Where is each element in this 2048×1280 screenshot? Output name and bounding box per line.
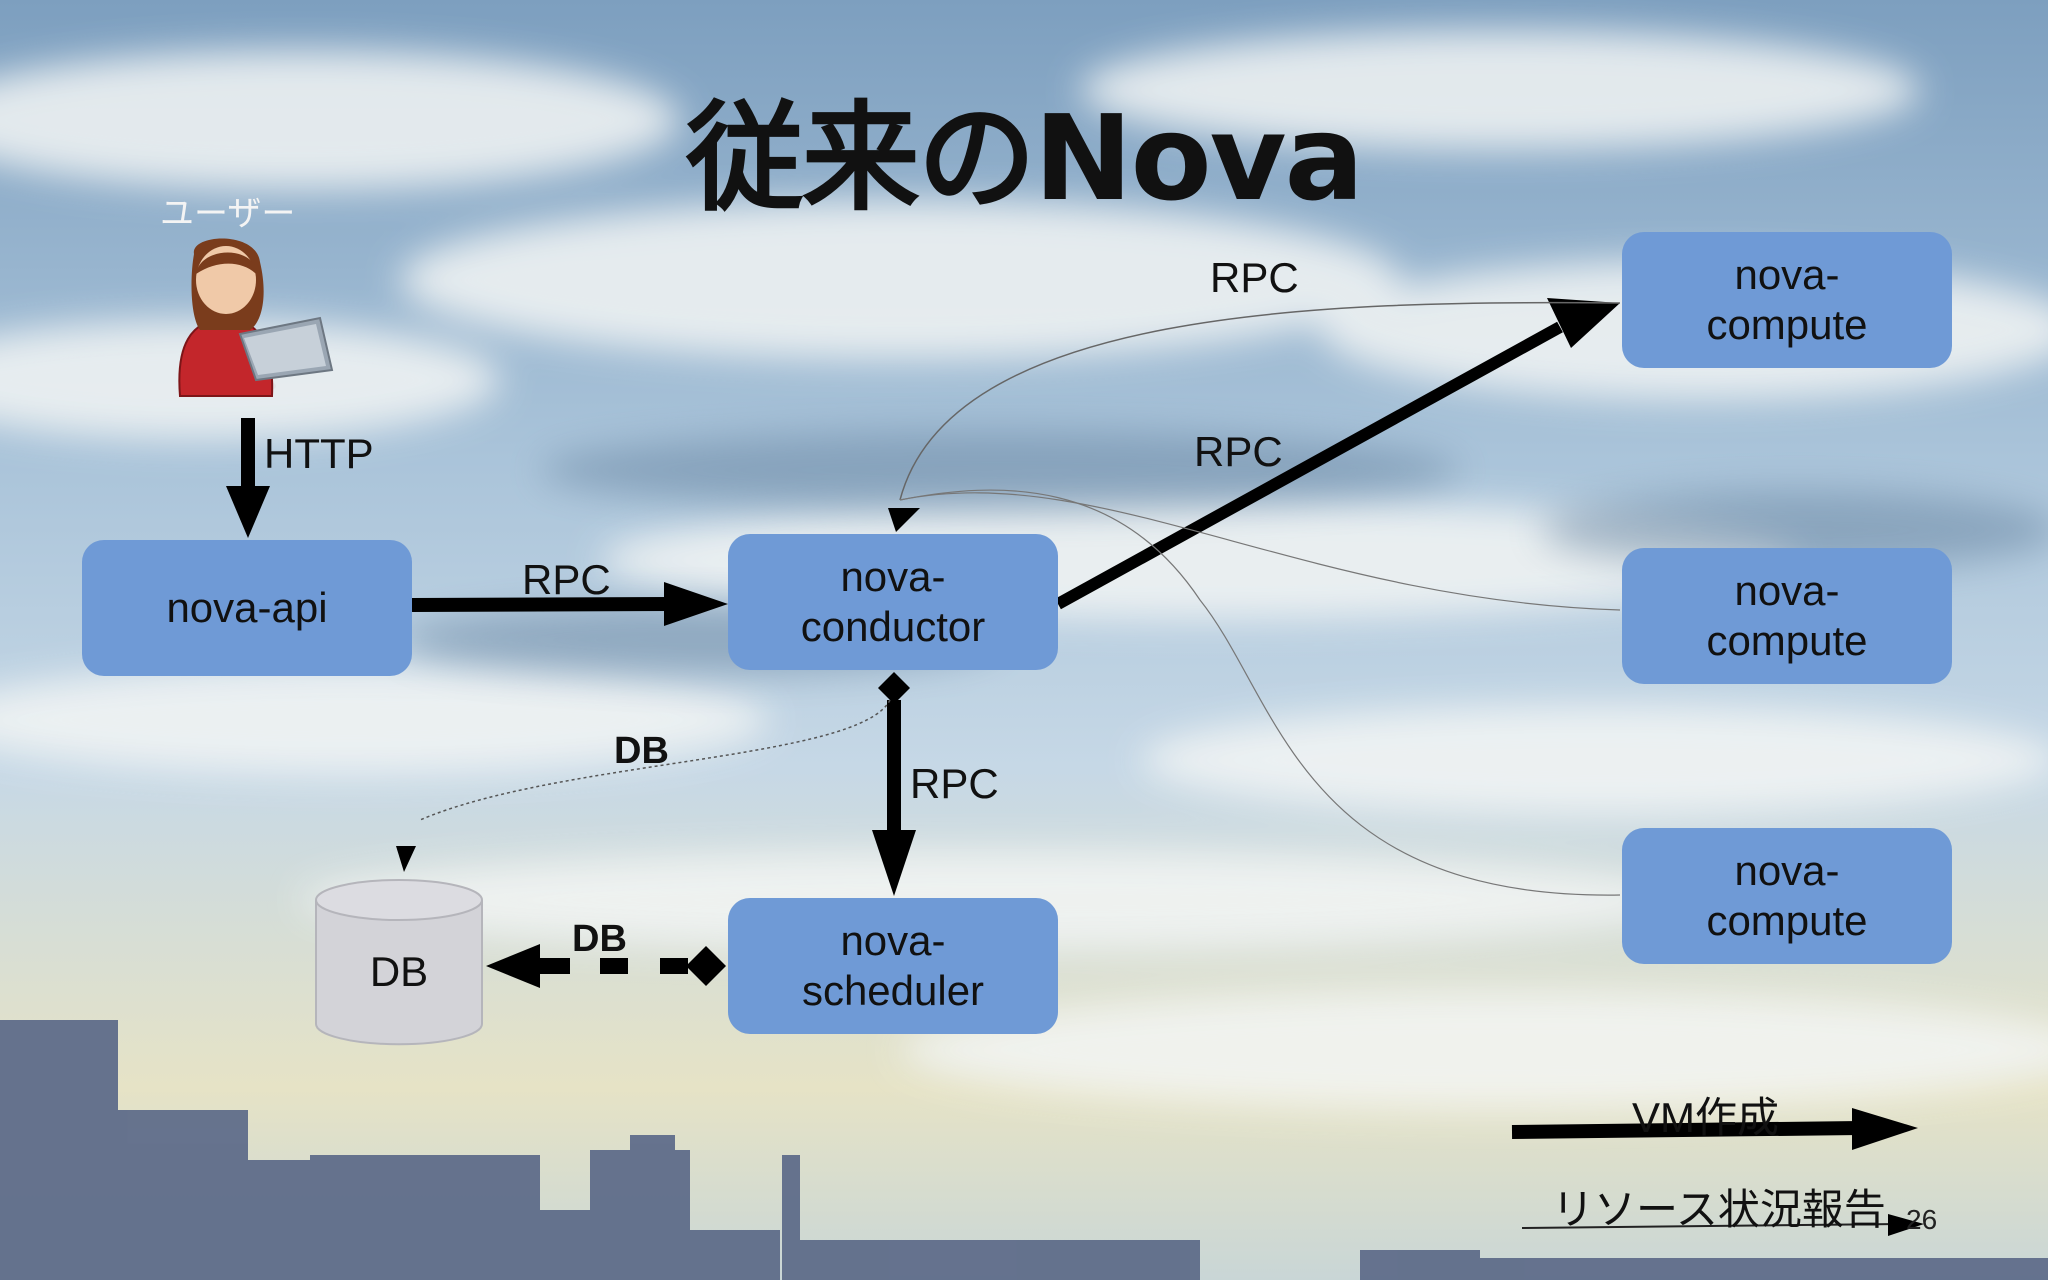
nova-compute-node-1: nova- compute <box>1622 232 1952 368</box>
nova-scheduler-label: nova- scheduler <box>801 917 985 1014</box>
nova-scheduler-node: nova- scheduler <box>728 898 1058 1034</box>
conductor-compute-rpc-label: RPC <box>1194 428 1283 475</box>
legend-resource-report-label: リソース状況報告 <box>1552 1186 1886 1233</box>
nova-compute-label-3: nova- compute <box>1706 847 1868 944</box>
conductor-db-label: DB <box>614 730 669 772</box>
conductor-diamond <box>878 672 910 704</box>
nova-compute-label-1: nova- compute <box>1706 251 1868 348</box>
conductor-compute-arrowhead <box>1547 298 1620 348</box>
report-line-compute2 <box>899 492 1621 611</box>
database-cylinder-icon <box>315 879 483 1046</box>
legend-thin-arrowhead <box>1888 1214 1924 1236</box>
nova-conductor-label: nova- conductor <box>800 553 986 650</box>
report-line-compute1 <box>899 301 1621 501</box>
api-conductor-rpc-label: RPC <box>522 556 611 603</box>
conductor-compute-arrow-shaft <box>1055 321 1563 610</box>
page-number: 26 <box>1906 1204 1938 1235</box>
conductor-db-arrowhead <box>396 846 416 872</box>
conductor-scheduler-rpc-label: RPC <box>910 760 999 807</box>
scheduler-db-label: DB <box>572 918 627 960</box>
legend-vm-create-label: VM作成 <box>1632 1094 1780 1141</box>
user-label: ユーザー <box>160 195 296 233</box>
scheduler-db-dash-1 <box>660 958 688 974</box>
scheduler-db-dash-3 <box>540 958 570 974</box>
db-label: DB <box>369 948 429 995</box>
city-skyline <box>0 1020 2048 1280</box>
nova-api-node: nova-api <box>82 540 412 676</box>
http-arrowhead <box>226 486 270 538</box>
slide-title: 従来のNova <box>685 89 1364 227</box>
scheduler-diamond <box>686 946 726 986</box>
report-line-compute3 <box>899 489 1621 896</box>
legend-bold-arrowhead <box>1852 1108 1918 1150</box>
report-arrowhead <box>888 508 920 532</box>
scheduler-db-arrowhead <box>486 944 540 988</box>
conductor-db-line <box>419 699 891 821</box>
http-label: HTTP <box>264 430 374 477</box>
nova-compute-node-2: nova- compute <box>1622 548 1952 684</box>
nova-compute-label-2: nova- compute <box>1706 567 1868 664</box>
legend-bold-arrow-shaft <box>1511 1121 1861 1139</box>
compute-report-rpc-label: RPC <box>1210 254 1299 301</box>
nova-conductor-node: nova- conductor <box>728 534 1058 670</box>
api-conductor-arrowhead <box>664 582 728 626</box>
user-with-laptop-icon <box>178 238 334 397</box>
api-conductor-arrow-shaft <box>411 597 671 612</box>
conductor-scheduler-arrowhead <box>872 830 916 896</box>
legend-thin-arrow-shaft <box>1521 1223 1901 1229</box>
nova-api-label: nova-api <box>166 584 328 631</box>
nova-compute-node-3: nova- compute <box>1622 828 1952 964</box>
scheduler-db-dash-2 <box>600 958 628 974</box>
